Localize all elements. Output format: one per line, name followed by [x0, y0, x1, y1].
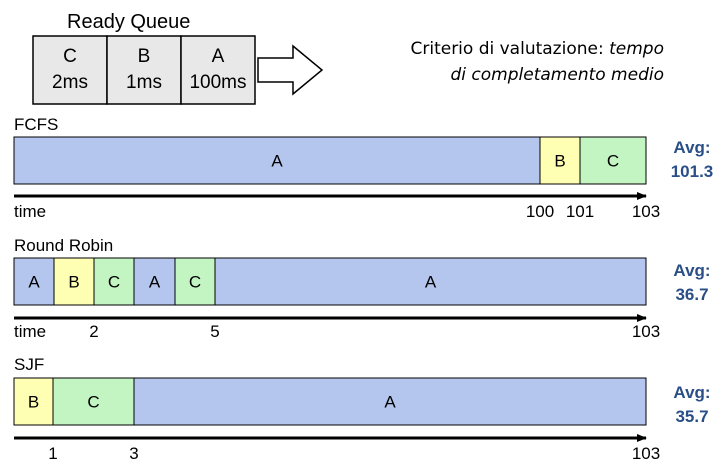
ready-queue-title: Ready Queue — [67, 11, 190, 33]
queue-slot-b-time: 1ms — [126, 72, 162, 93]
gantt-segment-label: C — [189, 273, 201, 292]
gantt-segment-block — [539, 136, 581, 185]
round-robin-avg-label: Avg: — [673, 261, 710, 280]
gantt-segment-a: A — [13, 257, 55, 306]
sjf-title: SJF — [14, 355, 44, 374]
queue-slot-a-name: A — [212, 46, 225, 67]
gantt-segment-c: C — [174, 257, 216, 306]
gantt-segment-block — [174, 257, 216, 306]
gantt-segment-block — [52, 377, 135, 426]
gantt-segment-a: A — [133, 257, 176, 306]
fcfs-axis-103: 103 — [632, 202, 660, 221]
gantt-segment-label: C — [108, 273, 120, 292]
gantt-segment-label: A — [28, 273, 40, 292]
queue-slot-c: C 2ms — [32, 35, 108, 105]
gantt-segment-block — [133, 257, 176, 306]
sjf-axis-3: 3 — [129, 444, 138, 463]
round-robin-axis-5: 5 — [210, 322, 219, 341]
round-robin-schedule: Round Robin A B C A C A time 2 5 103 Avg: 36.… — [13, 236, 711, 341]
queue-slot-c-name: C — [63, 46, 77, 67]
gantt-segment-a: A — [133, 377, 647, 426]
criterion-emphasis-1: tempo — [609, 39, 664, 59]
gantt-segment-label: A — [271, 152, 283, 171]
criterion-prefix: Criterio di valutazione: — [410, 39, 603, 59]
gantt-segment-c: C — [52, 377, 135, 426]
gantt-segment-label: A — [149, 273, 161, 292]
gantt-segment-label: B — [554, 152, 565, 171]
gantt-segment-label: B — [68, 273, 79, 292]
gantt-segment-block — [13, 136, 541, 185]
fcfs-schedule: FCFS A B C time 100 101 103 Avg: 101.3 — [13, 115, 714, 221]
fcfs-axis-101: 101 — [566, 202, 594, 221]
gantt-segment-block — [93, 257, 135, 306]
sjf-axis-103: 103 — [632, 444, 660, 463]
queue-slot-a-time: 100ms — [189, 72, 246, 93]
gantt-segment-b: B — [13, 377, 54, 426]
gantt-segment-label: A — [425, 273, 437, 292]
gantt-segment-block — [579, 136, 647, 185]
gantt-segment-b: B — [539, 136, 581, 185]
gantt-segment-b: B — [53, 257, 95, 306]
gantt-segment-a: A — [214, 257, 647, 306]
gantt-segment-label: C — [607, 152, 619, 171]
sjf-schedule: SJF B C A 1 3 103 Avg: 35.7 — [13, 355, 711, 463]
gantt-segment-label: A — [384, 393, 396, 412]
queue-slot-c-time: 2ms — [52, 72, 88, 93]
sjf-axis-1: 1 — [48, 444, 57, 463]
gantt-segment-c: C — [93, 257, 135, 306]
queue-slot-b: B 1ms — [106, 35, 182, 105]
gantt-segment-c: C — [579, 136, 647, 185]
sjf-avg-label: Avg: — [673, 383, 710, 402]
gantt-segment-block — [133, 377, 647, 426]
round-robin-axis-103: 103 — [632, 322, 660, 341]
criterion-line-2: di completamento medio — [451, 65, 664, 85]
gantt-segment-label: C — [87, 393, 99, 412]
fcfs-avg-label: Avg: — [673, 138, 710, 157]
fcfs-axis-100: 100 — [526, 202, 554, 221]
gantt-segment-label: B — [28, 393, 39, 412]
round-robin-axis-time: time — [14, 322, 46, 341]
queue-slot-b-name: B — [138, 46, 151, 67]
fcfs-axis-time: time — [14, 202, 46, 221]
fcfs-title: FCFS — [14, 115, 58, 134]
fcfs-gantt-bar: A B C — [13, 136, 647, 185]
queue-slot-a: A 100ms — [180, 35, 256, 105]
fcfs-avg-value: 101.3 — [671, 162, 714, 181]
round-robin-axis-2: 2 — [89, 322, 98, 341]
sjf-avg-value: 35.7 — [675, 407, 708, 426]
ready-queue: C 2ms B 1ms A 100ms — [32, 35, 324, 105]
round-robin-title: Round Robin — [14, 236, 113, 255]
gantt-segment-block — [214, 257, 647, 306]
criterion-line-1: Criterio di valutazione: tempo — [410, 39, 664, 59]
gantt-segment-a: A — [13, 136, 541, 185]
round-robin-avg-value: 36.7 — [675, 285, 708, 304]
queue-output-arrow-icon — [257, 44, 324, 96]
